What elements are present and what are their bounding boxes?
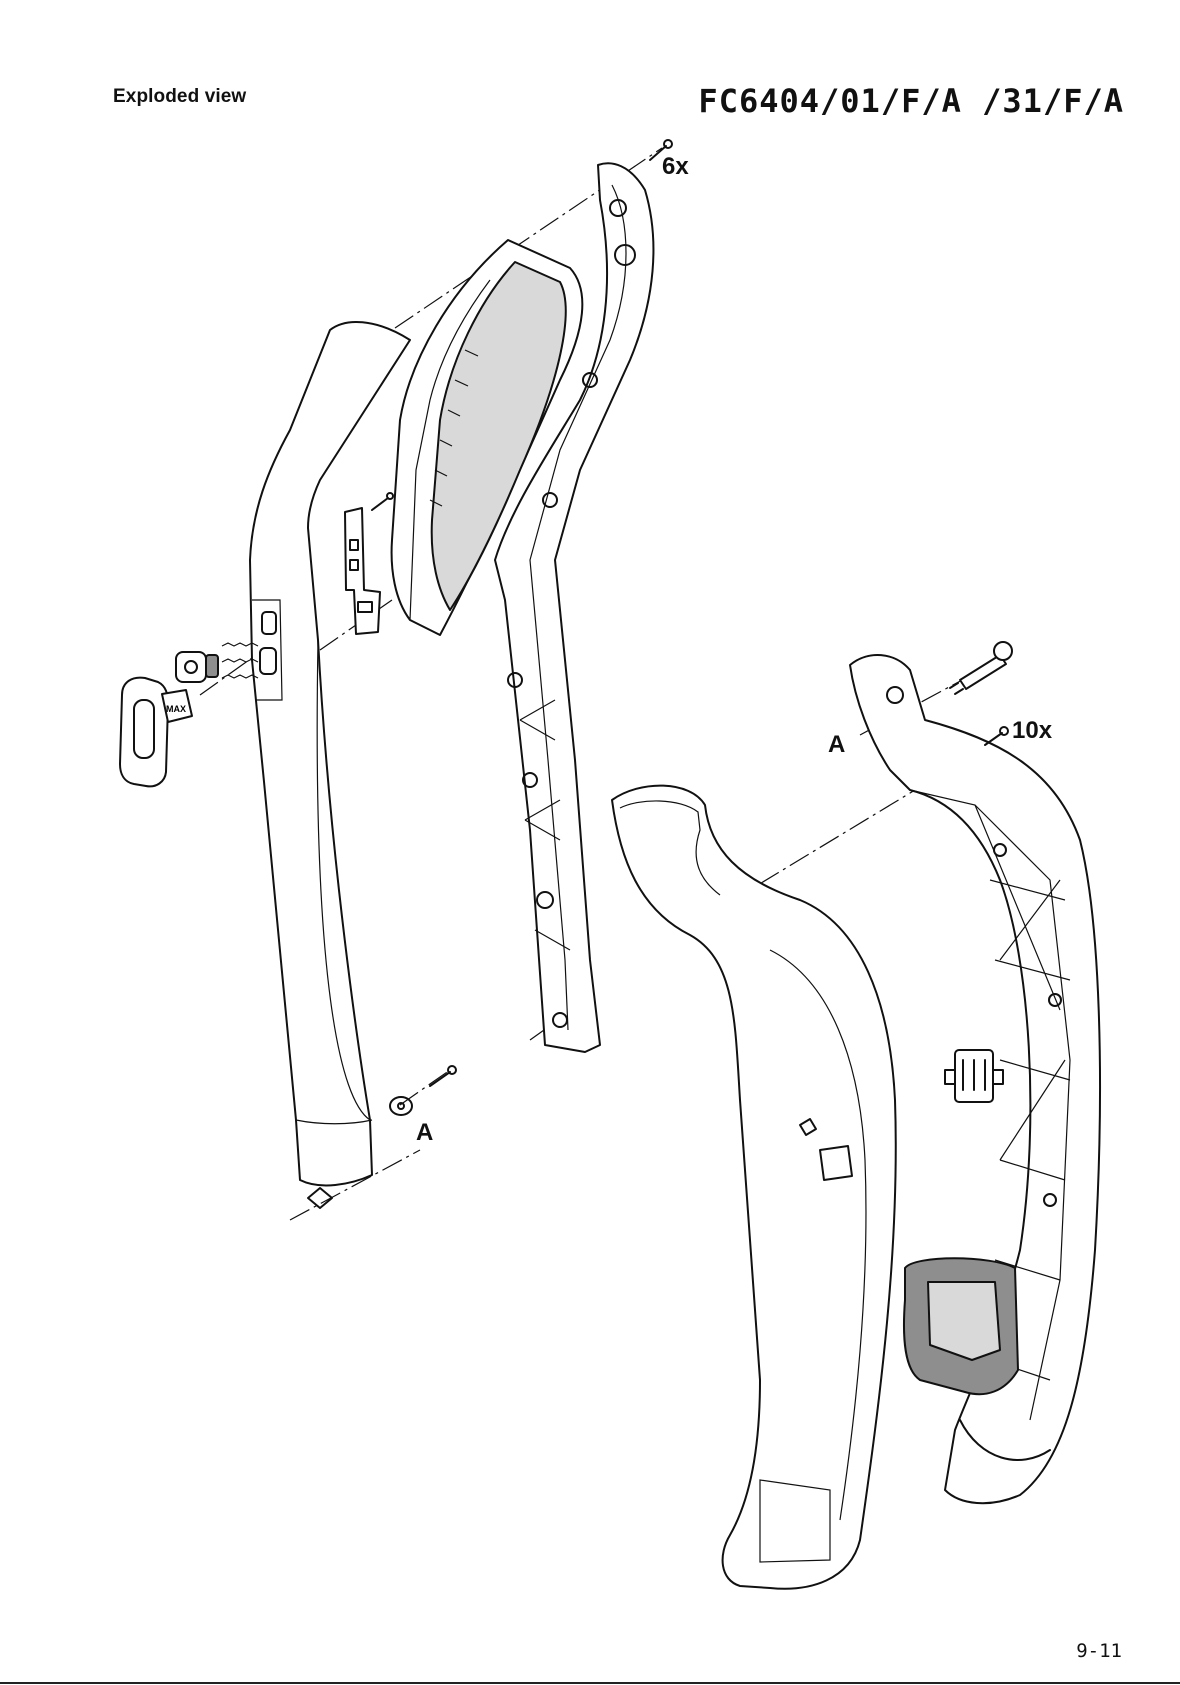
battery-holder bbox=[904, 1258, 1018, 1394]
max-button-label: MAX bbox=[166, 704, 186, 714]
callout-6x: 6x bbox=[662, 153, 689, 180]
pivot-pin bbox=[950, 642, 1012, 694]
callout-a-right: A bbox=[828, 731, 845, 758]
battery-connector bbox=[945, 1050, 1003, 1102]
bottom-rule bbox=[0, 1682, 1180, 1684]
callout-a-left: A bbox=[416, 1119, 433, 1146]
page-number: 9-11 bbox=[1076, 1640, 1122, 1662]
handle-tube-left bbox=[250, 322, 410, 1208]
callout-10x: 10x bbox=[1012, 717, 1053, 744]
control-switch-assembly: MAX bbox=[120, 643, 258, 786]
front-lower-housing bbox=[612, 786, 896, 1589]
screw-right bbox=[985, 727, 1008, 745]
